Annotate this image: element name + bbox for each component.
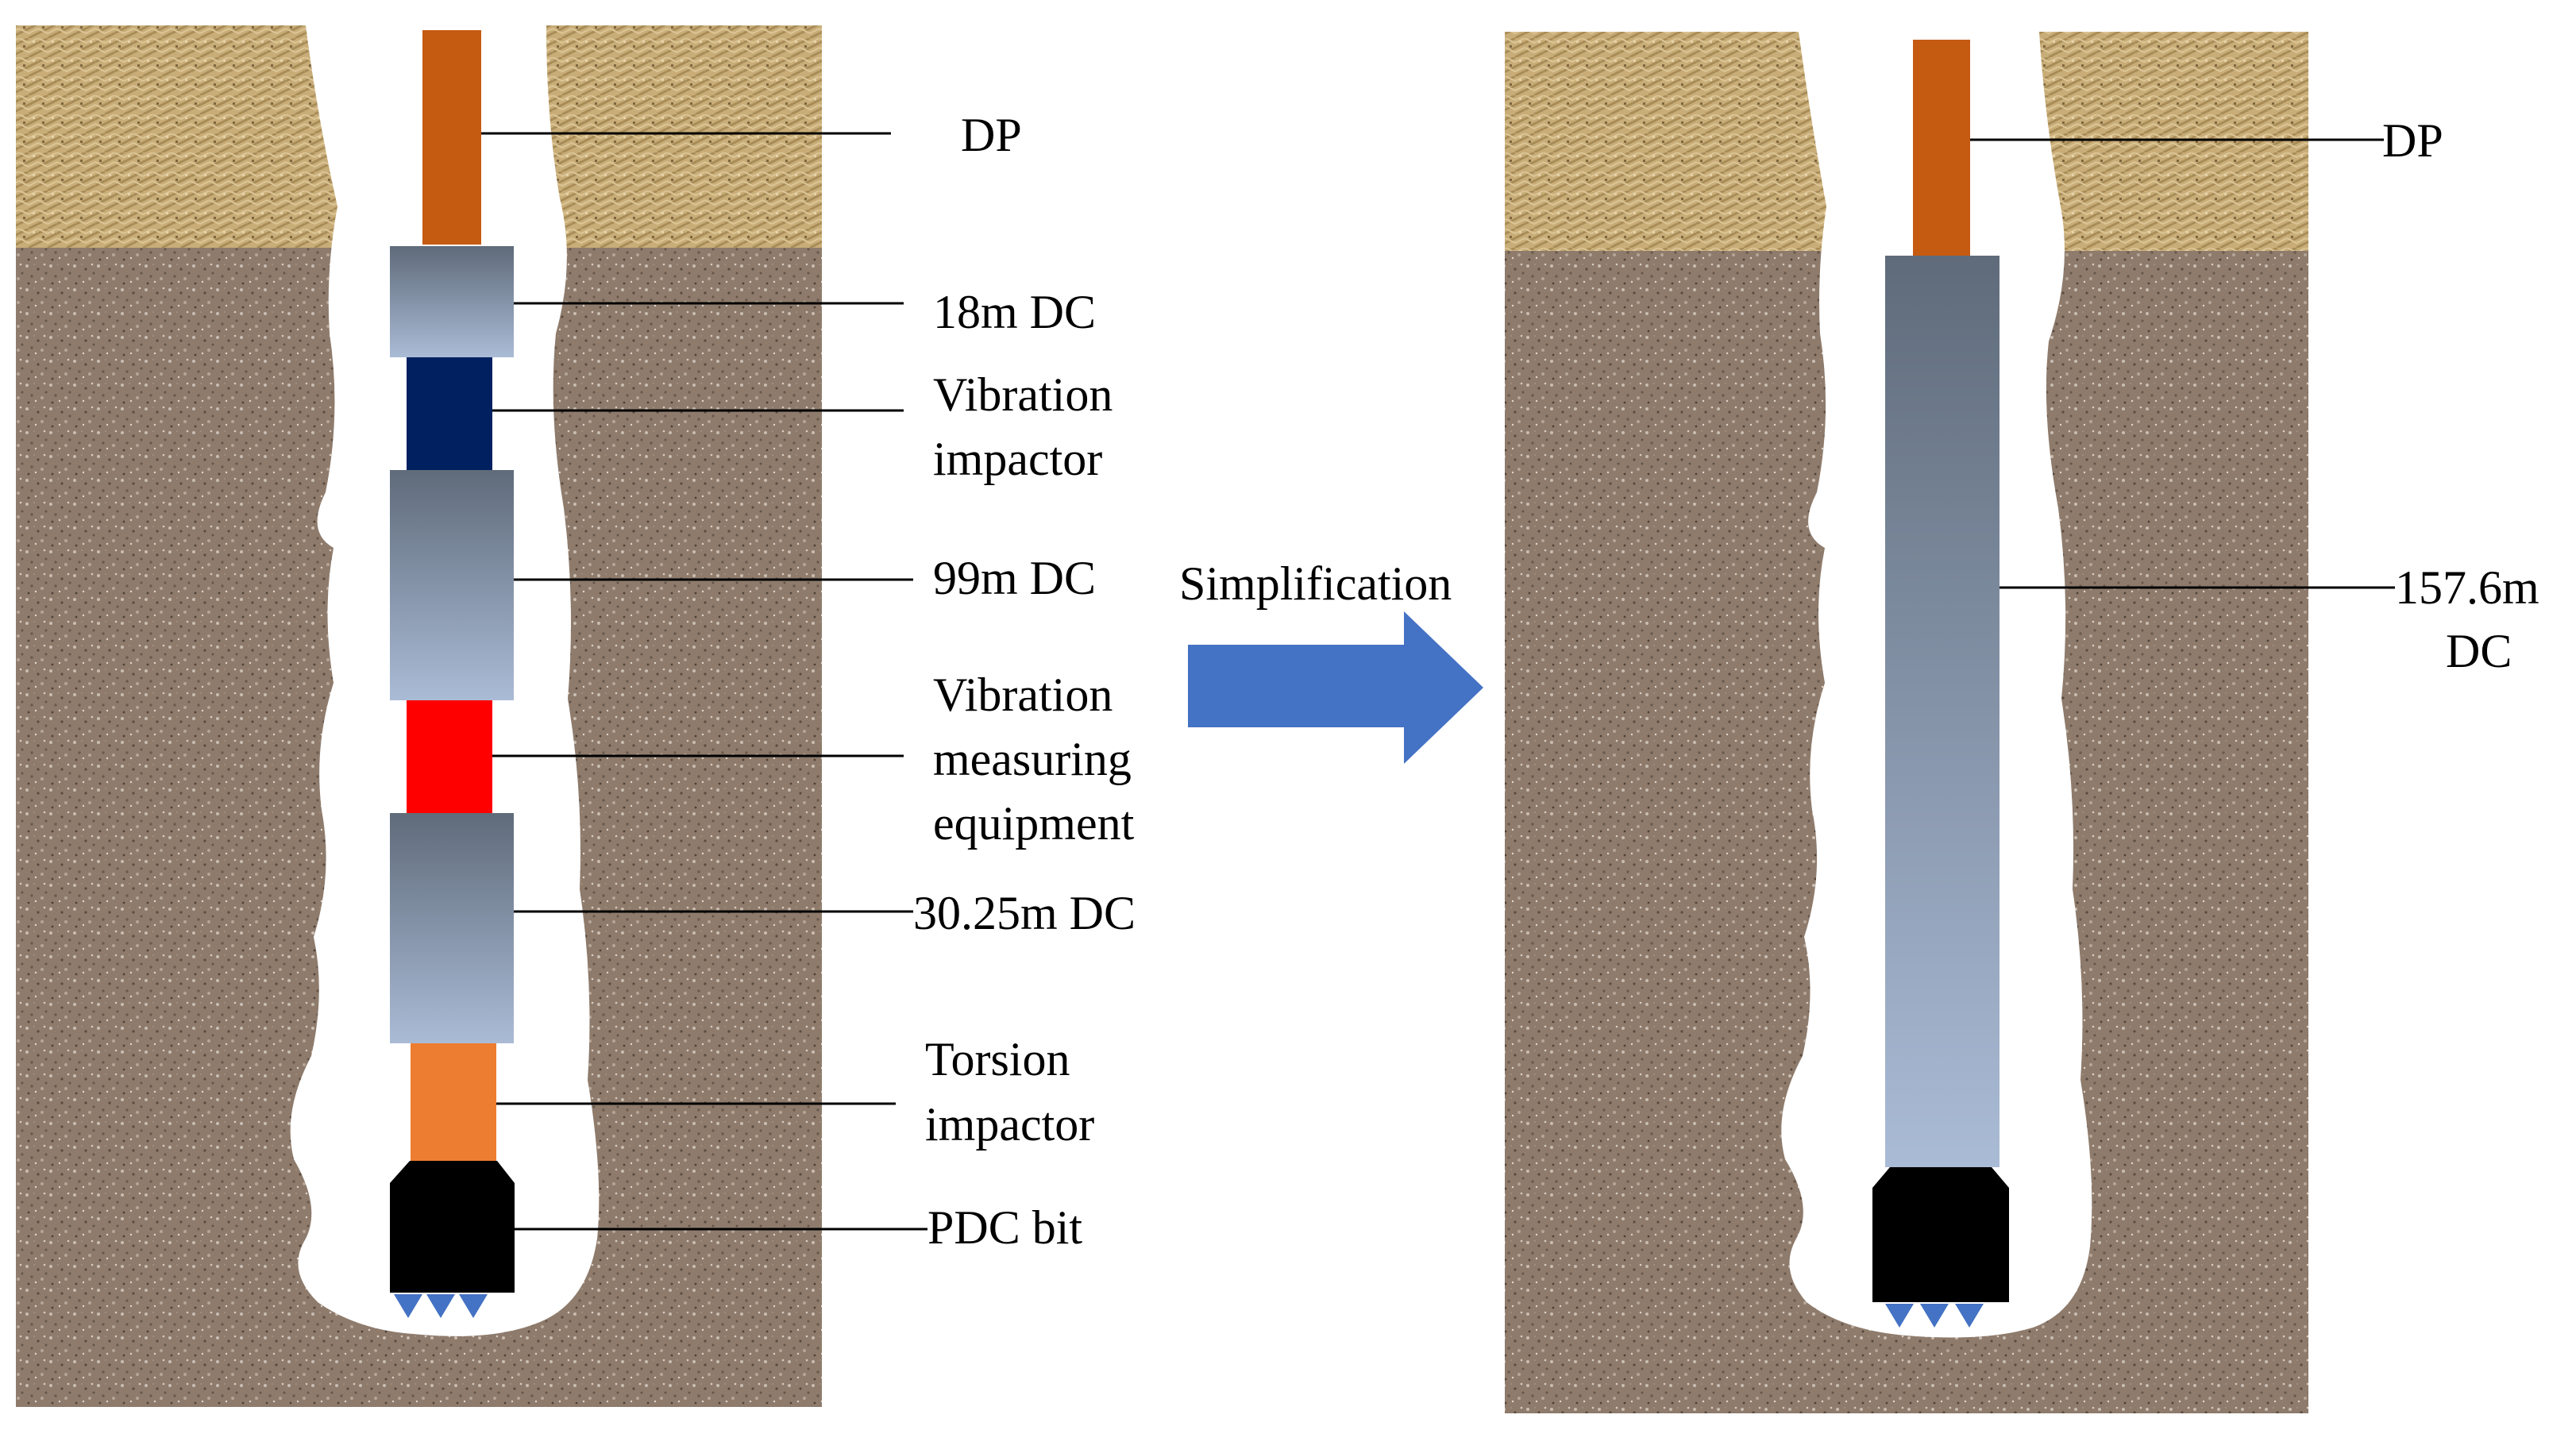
right-pdc-cutters [1885,1304,1984,1328]
left-torsion-impactor [411,1043,496,1161]
left-vibration-measuring-label: Vibration measuring equipment [933,669,1143,850]
simplification-arrow [1188,611,1483,764]
left-pdc-bit-label: PDC bit [927,1201,1082,1254]
right-157-6m-dc [1885,256,1999,1167]
left-18m-dc [390,246,514,357]
right-dp-pipe [1913,40,1970,257]
left-borehole-panel: DP 18m DC Vibration impactor 99m DC Vibr… [16,25,1143,1407]
left-pdc-cutters [394,1294,488,1318]
left-torsion-impactor-label: Torsion impactor [925,1033,1094,1151]
right-leader-lines [1970,138,2395,589]
left-99m-dc [390,470,514,700]
right-pdc-bit [1872,1167,2009,1302]
simplification-arrow-group: Simplification [1179,557,1483,764]
left-18m-dc-label: 18m DC [933,286,1096,338]
left-30-25m-dc [390,813,514,1043]
right-157-6m-dc-label: 157.6m DC [2395,561,2551,677]
left-vibration-impactor-label: Vibration impactor [933,368,1124,485]
left-99m-dc-label: 99m DC [933,552,1096,604]
left-dp-label: DP [961,109,1022,161]
left-dp-pipe [422,30,481,245]
right-dp-label: DP [2382,114,2443,167]
simplification-label: Simplification [1179,557,1452,610]
left-30-25m-dc-label: 30.25m DC [913,887,1136,939]
left-leader-lines [481,132,927,1231]
right-borehole-panel: DP 157.6m DC [1505,32,2551,1413]
left-vibration-measuring-equipment [407,700,492,813]
left-vibration-impactor [407,357,492,470]
left-pdc-bit [390,1161,515,1293]
